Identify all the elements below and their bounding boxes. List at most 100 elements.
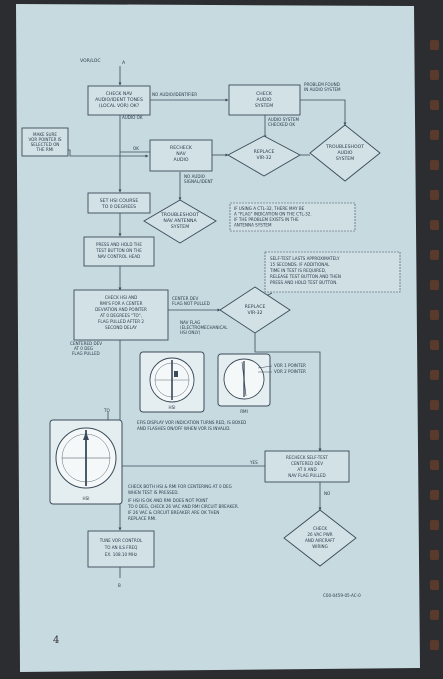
check-hsi-line-5: FLAG PULLED AFTER 2 [98, 319, 144, 324]
ctl32-note-line-2: A "FLAG" INDICATION ON THE CTL-32. [234, 212, 312, 217]
check-both-line-4: TO 0 DEG, CHECK 26 VAC AND RMI CIRCUIT B… [127, 504, 239, 509]
replace-vir32-diamond-1 [227, 135, 301, 177]
check-audio-line-2: AUDIO [256, 97, 271, 103]
press-hold-line-3: NAV CONTROL HEAD [98, 254, 141, 259]
make-sure-line-3: SELECTED ON [31, 142, 60, 147]
ctl32-note-line-4: ANTENNA SYSTEM [234, 223, 272, 228]
vor2-pointer-label: VOR 2 POINTER [274, 369, 306, 374]
check-both-line-1: CHECK BOTH HSI & RMI FOR CENTERING AT 0 … [128, 484, 232, 489]
replace-vir32-diamond-2 [219, 286, 291, 334]
check-both-line-6: REPLACE RMI. [128, 516, 157, 521]
tune-vor-line-1: TUNE VOR CONTROL [99, 538, 143, 543]
page-number: 4 [53, 635, 59, 646]
check-audio-line-3: SYSTEM [255, 103, 273, 109]
connector-b-label: B [118, 583, 121, 588]
check-hsi-line-3: DEVIATION AND POINTER [95, 307, 147, 312]
recheck-nav-line-3: AUDIO [173, 157, 188, 163]
self-test-line-1: SELF-TEST LASTS APPROXIMATELY [270, 256, 340, 261]
hsi-instrument-large: TO HSI [49, 408, 123, 505]
edge-centered-dev-1: CENTERED DEV [70, 341, 102, 346]
self-test-line-5: PRESS AND HOLD TEST BUTTON. [270, 280, 338, 285]
check-nav-line-3: (LOCAL VOR) OK? [99, 103, 140, 109]
check-26-line-4: WIRING [312, 544, 328, 549]
replace-vir-1-line-2: VIR-32 [256, 155, 271, 161]
edge-audio-sys-ok-1: AUDIO SYSTEM [268, 117, 299, 122]
to-label: TO [103, 408, 110, 413]
ctl32-note-line-1: IF USING A CTL-32, THERE MAY BE [234, 206, 305, 211]
recheck-nav-line-1: RECHECK [170, 145, 193, 151]
edge-no-audio-ident: NO AUDIO/IDENTIFIER [152, 92, 197, 97]
ctl32-note [229, 202, 356, 232]
recheck-nav-line-2: NAV [176, 151, 186, 157]
troubleshoot-audio-diamond [309, 124, 381, 182]
hsi-label: HSI [169, 405, 176, 410]
troubleshoot-audio-line-1: TROUBLESHOOT [325, 144, 364, 150]
rmi-instrument: RMI [217, 353, 271, 414]
check-26vac-diamond [283, 509, 357, 567]
troubleshoot-nav-line-1: TROUBLESHOOT [160, 212, 199, 218]
edge-problem-found-2: IN AUDIO SYSTEM [304, 87, 341, 92]
self-test-note [264, 251, 401, 293]
check-hsi-line-2: RMI'S FOR A CENTER [100, 301, 143, 306]
edge-audio-ok: AUDIO OK [122, 115, 143, 120]
nav-flag-line-2: (ELECTROMECHANICAL [180, 325, 228, 330]
nav-flag-line-1: NAV FLAG [180, 320, 200, 325]
recheck-self-line-1: RECHECK SELF-TEST [286, 455, 328, 460]
check-hsi-line-4: AT 0 DEGREES "TO", [100, 313, 142, 318]
edge-yes: YES [249, 460, 258, 465]
check-hsi-line-6: SECOND DELAY [105, 325, 137, 330]
tune-vor-line-2: TO AN ILS FREQ [104, 545, 138, 550]
start-label: VOR/LOC [80, 58, 101, 64]
replace-vir-2-line-2: VIR-32 [247, 310, 262, 316]
self-test-line-3: TIME IN TEST IS REQUIRED, [269, 268, 326, 273]
ctl32-note-line-3: IF THE PROBLEM EXISTS IN THE [234, 217, 299, 222]
make-sure-line-1: MAKE SURE [33, 132, 57, 137]
set-hsi-course-box [87, 192, 151, 214]
tune-vor-line-3: EX. 108.10 MHz [105, 552, 137, 557]
edge-no: NO [324, 491, 330, 496]
hsi-large-label: HSI [83, 496, 90, 501]
edge-no-audio-signal-1: NO AUDIO [184, 174, 205, 179]
recheck-self-line-3: AT 0 AND [297, 467, 316, 472]
check-both-line-5: IF 26 VAC & CIRCUIT BREAKER ARE OK THEN [128, 510, 219, 515]
spiral-binding [430, 40, 439, 650]
check-26-line-2: 26 VAC PWR [307, 532, 332, 537]
recheck-nav-audio-box [149, 139, 213, 172]
edge-center-dev-1: CENTER DEV [172, 296, 198, 301]
recheck-self-line-2: CENTERED DEV [291, 461, 323, 466]
troubleshoot-nav-line-2: NAV ANTENNA [163, 218, 197, 224]
check-nav-line-2: AUDIO/IDENT TONES [95, 97, 143, 103]
troubleshoot-audio-line-3: SYSTEM [336, 156, 354, 162]
check-both-line-3: IF HSI IS OK AND RMI DOES NOT POINT [128, 498, 208, 503]
check-nav-audio-box [87, 85, 151, 116]
edge-centered-dev-3: FLAG PULLED [72, 351, 100, 356]
rmi-label: RMI [240, 409, 248, 414]
set-hsi-line-1: SET HSI COURSE [100, 198, 139, 204]
replace-vir-2-line-1: REPLACE [245, 304, 266, 310]
troubleshoot-nav-antenna-diamond [143, 199, 217, 244]
edge-centered-dev-2: AT 0 DEG [74, 346, 93, 351]
press-hold-line-2: TEST BUTTON ON THE [95, 248, 142, 253]
recheck-self-line-4: NAV FLAG PULLED [288, 473, 325, 478]
make-sure-line-4: THE RMI [35, 147, 53, 152]
self-test-line-2: 15 SECONDS. IF ADDITIONAL [270, 262, 330, 267]
press-hold-test-box [83, 236, 155, 267]
vor1-pointer-label: VOR 1 POINTER [274, 363, 306, 368]
tune-vor-control-box [87, 530, 155, 568]
check-audio-line-1: CHECK [256, 91, 273, 97]
self-test-line-4: RELEASE TEST BUTTON AND THEN [270, 274, 341, 279]
troubleshoot-nav-line-3: SYSTEM [171, 224, 189, 230]
efis-note-line-1: EFIS DISPLAY VOR INDICATION TURNS RED, I… [137, 420, 246, 425]
edge-center-dev-2: FLAG NOT PULLED [172, 301, 210, 306]
make-sure-vor-box [21, 127, 69, 157]
page-paper [16, 4, 420, 672]
hsi-instrument-small: HSI [139, 351, 205, 413]
connector-a-label: A [122, 60, 126, 66]
check-26-line-3: AND AIRCRAFT [305, 538, 336, 543]
edge-problem-found-1: PROBLEM FOUND [304, 82, 340, 87]
check-26-line-1: CHECK [313, 526, 327, 531]
set-hsi-line-2: TO 0 DEGREES [101, 204, 136, 210]
make-sure-line-2: VOR POINTER IS [28, 137, 61, 142]
